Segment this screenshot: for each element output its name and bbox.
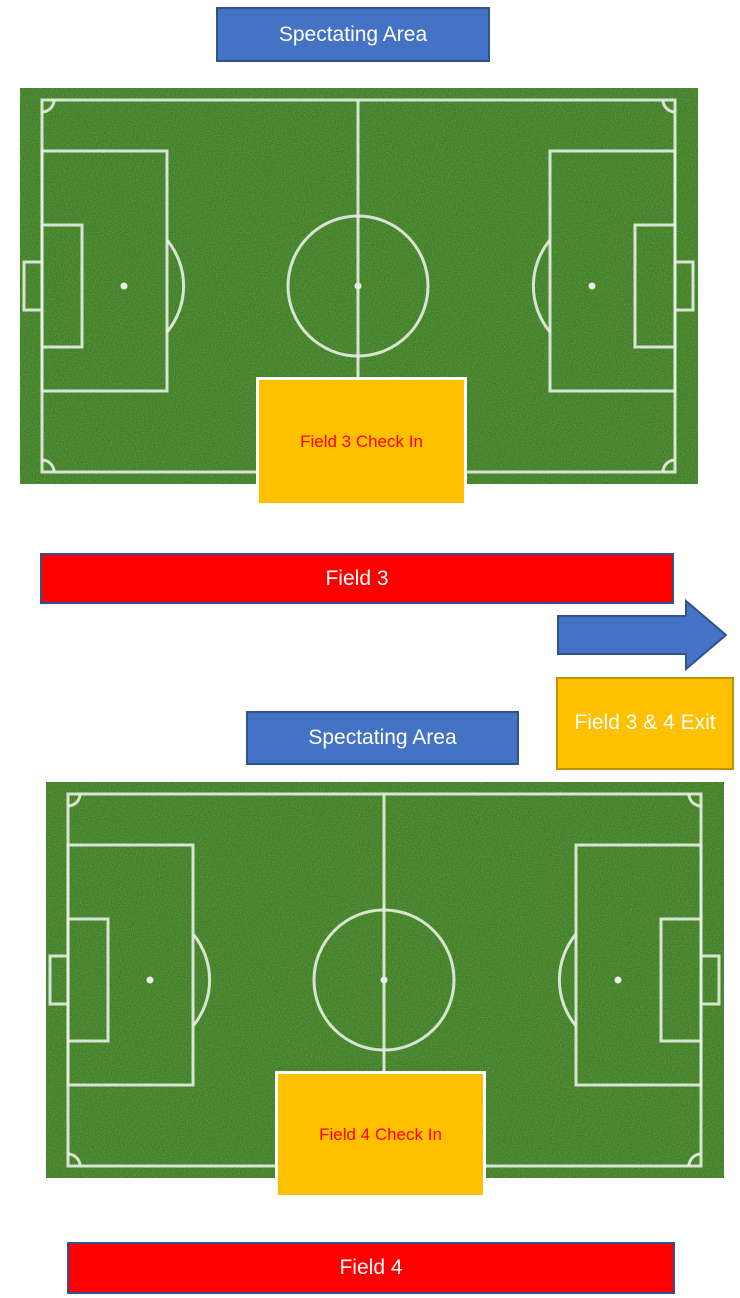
field-4-label: Field 4 [339,1256,403,1279]
field-4-bar: Field 4 [67,1242,675,1294]
spectating-area-bottom: Spectating Area [246,711,519,765]
spectating-area-top-label: Spectating Area [278,22,428,46]
field-3-4-exit-label: Field 3 & 4 Exit [574,711,716,735]
field-3-label: Field 3 [325,566,389,590]
field-3-bar: Field 3 [40,553,674,604]
field-3-4-exit: Field 3 & 4 Exit [556,677,734,770]
field-3-check-in-label: Field 3 Check In [300,431,423,451]
field-4-check-in: Field 4 Check In [275,1071,486,1198]
field-3-check-in: Field 3 Check In [256,377,467,506]
field-4-check-in-label: Field 4 Check In [319,1124,442,1144]
right-arrow-icon [556,598,730,676]
spectating-area-bottom-label: Spectating Area [308,726,457,749]
spectating-area-top: Spectating Area [216,7,490,62]
